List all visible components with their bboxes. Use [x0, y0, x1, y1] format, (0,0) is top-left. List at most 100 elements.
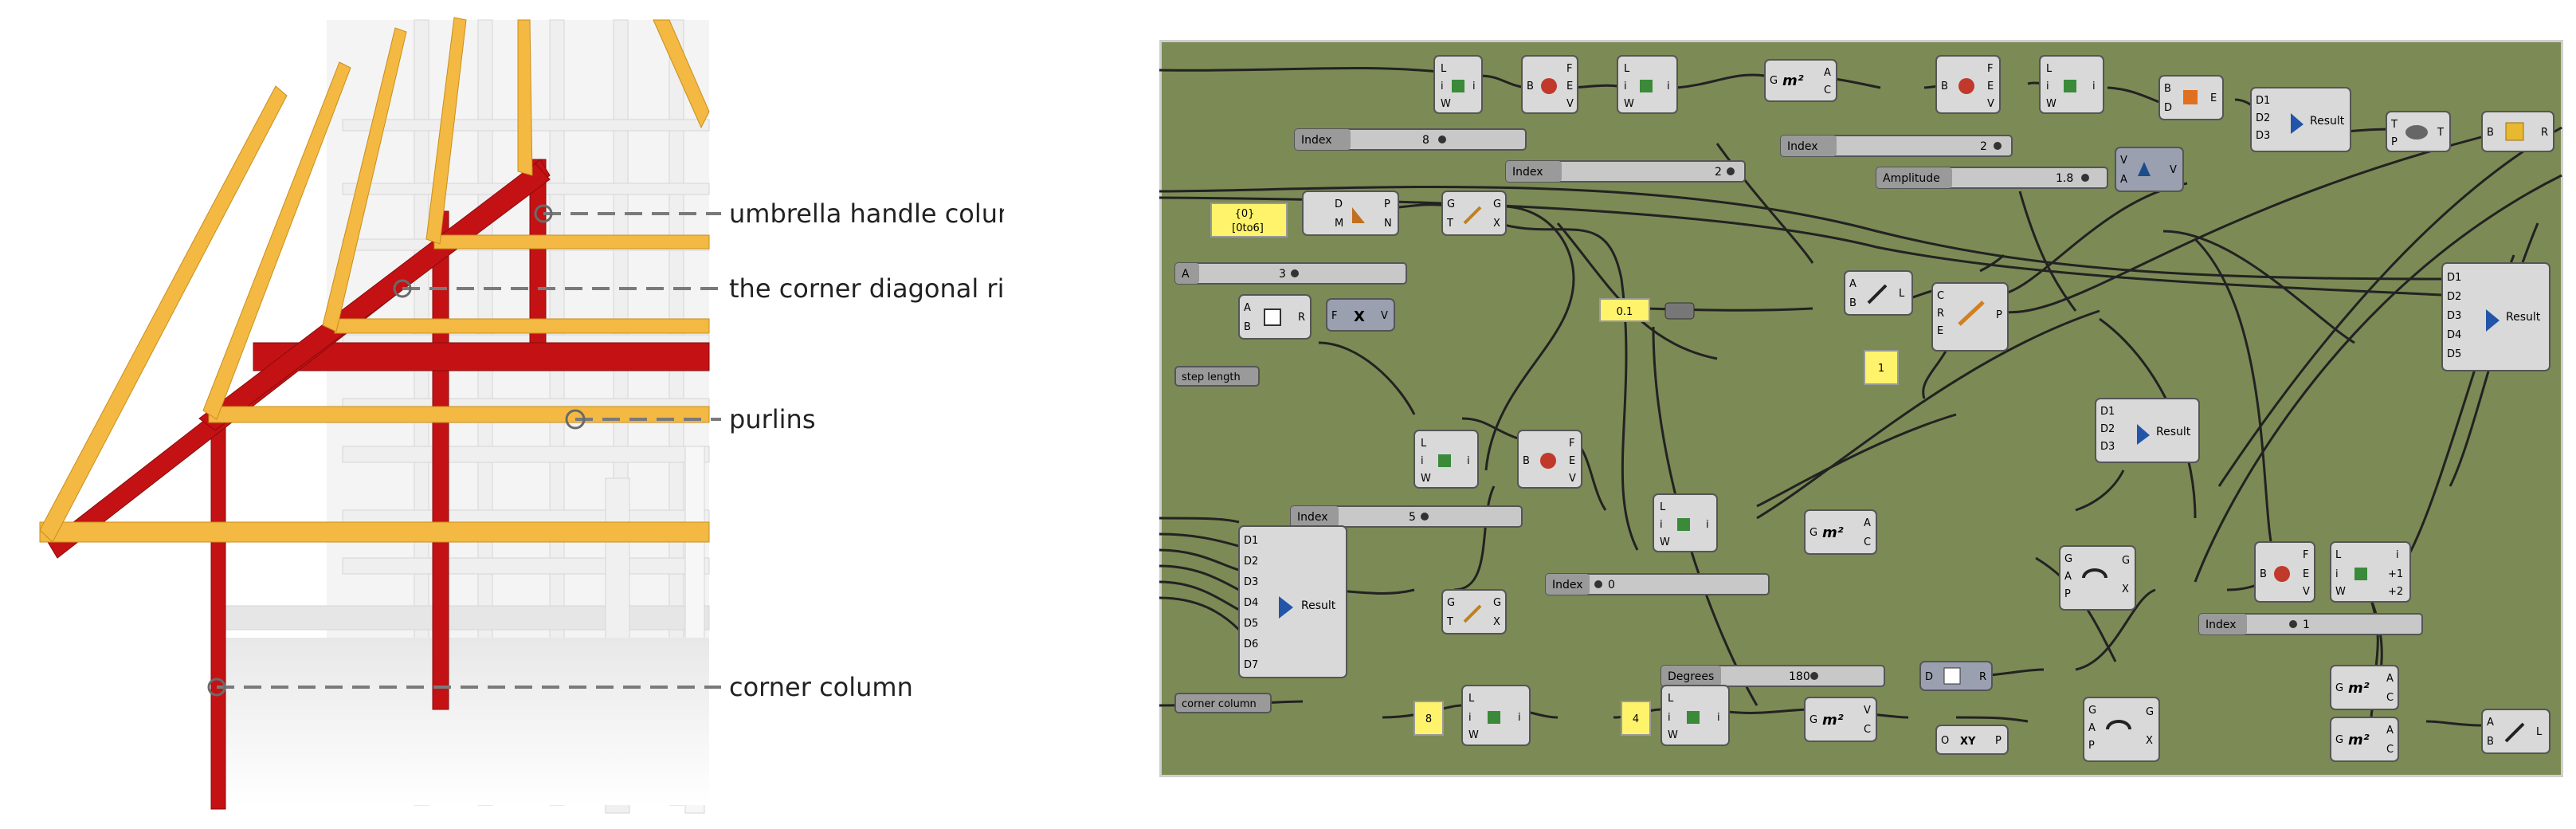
svg-text:D1: D1: [1244, 535, 1258, 547]
evaluate-component[interactable]: D M P N: [1302, 191, 1399, 236]
svg-text:E: E: [2303, 568, 2309, 580]
transform-component[interactable]: T P T: [2386, 111, 2451, 152]
merge-component[interactable]: D1 D2 D3 Result: [2095, 398, 2200, 463]
area-component[interactable]: G m² A C: [1804, 509, 1877, 555]
deconstruct-brep-component[interactable]: B F E V: [2254, 541, 2315, 603]
svg-text:i: i: [1467, 455, 1470, 467]
panel[interactable]: {0} [0to6]: [1210, 202, 1288, 238]
shift-list-component[interactable]: L i W i +1 +2: [2330, 541, 2411, 603]
list-item-icon: [1488, 711, 1500, 724]
degrees-slider[interactable]: Degrees 180: [1660, 665, 1885, 687]
rotate-component[interactable]: G A P G X: [2083, 697, 2160, 762]
slider-grip[interactable]: [1594, 580, 1602, 588]
merge-component[interactable]: D1 D2 D3 Result: [2250, 87, 2351, 152]
merge-component[interactable]: D1 D2 D3 D4 D5 D6 D7 Result: [1238, 525, 1347, 678]
slider-grip[interactable]: [1421, 513, 1429, 521]
svg-text:[0to6]: [0to6]: [1232, 222, 1264, 234]
yellow-members: [39, 17, 710, 543]
svg-text:B: B: [2487, 736, 2494, 748]
slider-grip[interactable]: [2289, 620, 2297, 628]
slider-grip[interactable]: [1810, 672, 1818, 680]
a-slider[interactable]: A 3: [1174, 262, 1407, 285]
svg-text:G: G: [2335, 734, 2343, 746]
index-slider[interactable]: Index 2: [1780, 135, 2013, 157]
svg-text:L: L: [1441, 63, 1447, 75]
rotate-component[interactable]: G A P G X: [2059, 545, 2136, 611]
merge-component[interactable]: D1 D2 D3 D4 D5 Result: [2441, 262, 2551, 371]
svg-text:F: F: [1987, 63, 1993, 75]
panel[interactable]: 1: [1864, 350, 1899, 385]
slider-grip[interactable]: [1291, 269, 1299, 277]
radians-component[interactable]: D R: [1919, 661, 1993, 691]
amplitude-component[interactable]: V A V: [2115, 147, 2184, 192]
deconstruct-brep-component[interactable]: B F E V: [1935, 55, 2001, 114]
area-component[interactable]: G m² A C: [2330, 665, 2399, 710]
volume-component[interactable]: G m² V C: [1804, 697, 1877, 742]
index-slider[interactable]: Index 0: [1545, 573, 1770, 595]
line-component[interactable]: A B L: [2481, 709, 2551, 754]
list-item-component[interactable]: L i W i: [1461, 685, 1531, 746]
svg-text:W: W: [1660, 536, 1670, 548]
slider-grip[interactable]: [1438, 136, 1446, 143]
deconstruct-brep-component[interactable]: B F E V: [1517, 430, 1582, 489]
amplitude-slider[interactable]: Amplitude 1.8: [1876, 167, 2108, 189]
index-slider[interactable]: Index 1: [2198, 613, 2423, 635]
point-on-curve-component[interactable]: C R E P: [1931, 282, 2009, 352]
list-item-component[interactable]: L i W i: [1433, 55, 1483, 114]
step-length-param[interactable]: step length: [1174, 366, 1260, 387]
slider-grip[interactable]: [2081, 174, 2089, 182]
grasshopper-canvas[interactable]: L i W i B F E V L i W i G m² A C B F E V: [1159, 40, 2563, 777]
svg-text:180: 180: [1789, 670, 1810, 683]
svg-text:Index: Index: [1552, 579, 1583, 591]
list-item-icon: [2354, 568, 2367, 580]
svg-text:L: L: [1421, 438, 1427, 450]
svg-text:M: M: [1335, 218, 1343, 230]
area-component[interactable]: G m² A C: [1764, 59, 1837, 102]
list-item-icon: [1640, 80, 1653, 92]
merge-icon: [1279, 596, 1293, 619]
svg-text:D: D: [2164, 102, 2172, 114]
svg-text:C: C: [2386, 692, 2394, 704]
edge-icon: [2183, 90, 2198, 104]
svg-text:L: L: [2335, 549, 2342, 561]
svg-text:X: X: [2122, 583, 2129, 595]
move-component[interactable]: G T G X: [1441, 589, 1507, 635]
slider-grip[interactable]: [1994, 142, 2002, 150]
vector-icon: [2138, 162, 2151, 176]
corner-column-param[interactable]: corner column: [1174, 693, 1272, 713]
xy-plane-component[interactable]: O P XY: [1935, 725, 2009, 755]
panel[interactable]: 4: [1621, 701, 1651, 736]
list-item-component[interactable]: L i W i: [1617, 55, 1678, 114]
svg-text:W: W: [1624, 98, 1634, 110]
list-item-component[interactable]: L i W i: [1413, 430, 1479, 489]
svg-text:D4: D4: [2447, 329, 2461, 341]
deconstruct-brep-component[interactable]: B F E V: [1521, 55, 1578, 114]
svg-text:A: A: [2120, 174, 2127, 186]
line-component[interactable]: A B L: [1844, 270, 1913, 316]
list-item-component[interactable]: L i W i: [1660, 685, 1730, 746]
list-item-component[interactable]: L i W i: [1653, 493, 1718, 552]
index-slider[interactable]: Index 8: [1294, 128, 1527, 151]
svg-text:i: i: [1717, 712, 1720, 724]
move-component[interactable]: G T G X: [1441, 191, 1507, 236]
brep-edges-component[interactable]: B D E: [2158, 75, 2224, 120]
rotate-icon: [2106, 720, 2131, 730]
relay-node[interactable]: [1664, 302, 1695, 320]
svg-text:P: P: [1995, 735, 2002, 747]
slider-grip[interactable]: [1727, 167, 1735, 175]
svg-text:i: i: [2092, 81, 2096, 92]
panel[interactable]: 0.1: [1599, 298, 1650, 322]
unit-x-component[interactable]: F V X: [1326, 298, 1395, 332]
area-component[interactable]: G m² A C: [2330, 717, 2399, 762]
multiplication-component[interactable]: A B R: [1238, 294, 1312, 340]
index-slider[interactable]: Index 5: [1290, 505, 1523, 528]
svg-text:L: L: [1899, 288, 1905, 300]
panel[interactable]: 8: [1413, 701, 1444, 736]
index-slider[interactable]: Index 2: [1505, 160, 1746, 183]
svg-text:1: 1: [2303, 619, 2310, 631]
list-item-component[interactable]: L i W i: [2039, 55, 2104, 114]
svg-text:B: B: [1527, 81, 1534, 92]
label-umbrella-column: umbrella handle column: [729, 198, 1004, 229]
svg-text:D2: D2: [2447, 291, 2461, 303]
bounding-box-component[interactable]: B R: [2481, 111, 2554, 152]
